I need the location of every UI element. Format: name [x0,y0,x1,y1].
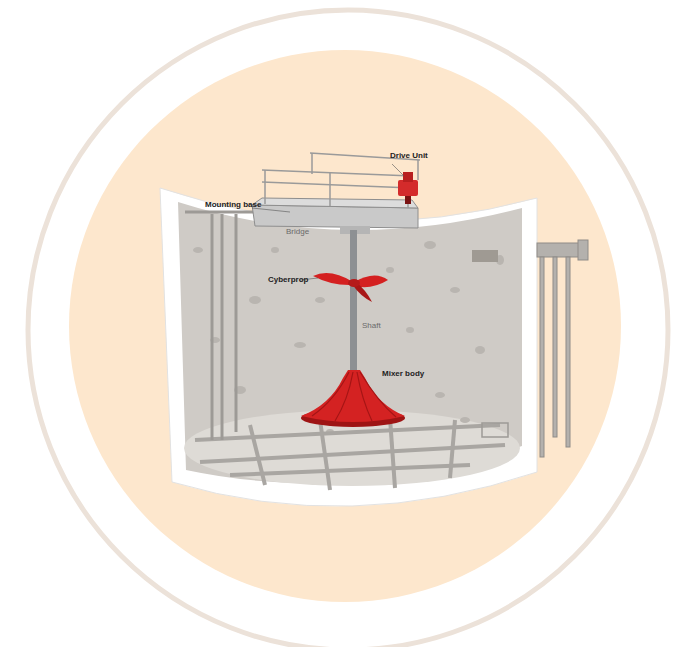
background-disc [69,50,621,602]
aeration-grid [195,418,505,490]
cyberprop [313,273,388,302]
external-pipes [537,240,588,457]
part-label: Shaft [362,322,381,330]
drive-unit [398,172,418,204]
part-label: Bridge [286,228,309,236]
leader-lines [252,164,404,280]
mixer-body [301,370,405,427]
wall-pipes [185,212,508,440]
outer-ring [28,10,668,647]
part-label: Mounting base [205,201,261,209]
particles [193,241,504,435]
part-label: Cyberprop [268,276,308,284]
bridge [252,153,420,234]
part-label: Mixer body [382,370,424,378]
wall-fitting [472,250,498,262]
part-label: Drive Unit [390,152,428,160]
tank-shell [160,188,537,506]
